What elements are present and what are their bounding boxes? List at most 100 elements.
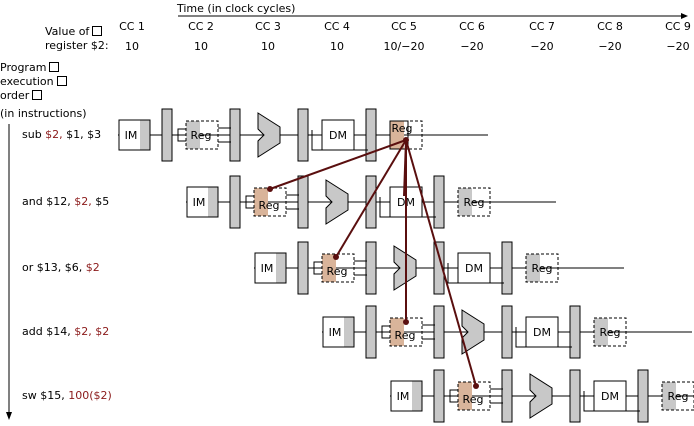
pipeline-register-bar <box>433 175 445 229</box>
instruction-operand: $13, <box>33 261 62 274</box>
dm-bypass-wire <box>515 327 572 348</box>
clock-cycle-label: CC 8 <box>597 20 623 33</box>
value-label-line1: Value of <box>45 25 102 38</box>
register-value: −20 <box>530 40 554 53</box>
register-value: −20 <box>598 40 622 53</box>
reg-write-box <box>661 381 694 411</box>
dependency-line <box>403 139 407 197</box>
dm-bypass-wire <box>583 391 640 412</box>
im-label: IM <box>397 390 410 403</box>
time-axis-label: Time (in clock cycles) <box>177 2 296 15</box>
instruction-label: or $13, $6, $2 <box>22 261 100 274</box>
pipeline-register-bar <box>297 241 309 295</box>
instruction-operand: $2 <box>91 325 110 338</box>
instruction-label: and $12, $2, $5 <box>22 195 109 208</box>
reg-write-shade <box>594 318 608 346</box>
im-shade <box>140 120 150 150</box>
clock-cycle-label: CC 3 <box>255 20 281 33</box>
program-order-arrow <box>6 124 12 420</box>
program-label-line4: (in instructions) <box>0 107 87 120</box>
dependency-source-dot <box>403 137 409 143</box>
reg-to-alu-wires <box>286 194 299 210</box>
im-shade <box>344 317 354 347</box>
pipeline-register-bar <box>569 305 581 359</box>
reg-read-box <box>185 120 219 150</box>
reg-input-wires <box>313 261 322 275</box>
instruction-operand: $1, <box>62 128 84 141</box>
reg-write-label: Reg <box>600 326 621 339</box>
clock-cycle-label: CC 2 <box>188 20 214 33</box>
instruction-operand: $2, <box>70 325 92 338</box>
reg-to-alu-wires <box>218 127 231 143</box>
instruction-operand: 100($2) <box>64 389 112 402</box>
pipeline-register-bar <box>637 369 649 423</box>
dependency-dot <box>403 319 409 325</box>
reg-write-shade <box>662 382 676 410</box>
reg-write-label: Reg <box>392 122 413 135</box>
pipeline-register-bar <box>365 241 377 295</box>
pipeline-register-bar <box>433 241 445 295</box>
clock-cycle-label: CC 7 <box>529 20 555 33</box>
dependency-dot <box>473 383 479 389</box>
pipeline-register-bar <box>433 305 445 359</box>
instruction-operand: add <box>22 325 43 338</box>
clock-cycle-label: CC 9 <box>665 20 691 33</box>
reg-to-alu-wires <box>490 388 503 404</box>
dependency-dot <box>267 186 273 192</box>
reg-read-shade <box>322 254 336 282</box>
register-value: 10 <box>330 40 344 53</box>
dm-bypass-wire <box>379 197 436 218</box>
register-value: −20 <box>460 40 484 53</box>
reg-input-wires <box>449 389 458 403</box>
instruction-operand: $2, <box>70 195 92 208</box>
dm-bypass-wire <box>447 263 504 284</box>
pipeline-register-bar <box>229 175 241 229</box>
pipeline-register-bar <box>501 305 513 359</box>
instruction-operand: $12, <box>42 195 71 208</box>
im-outline <box>322 316 355 348</box>
reg-to-alu-wires <box>354 260 367 276</box>
dependency-line <box>269 139 407 190</box>
pipeline-register-bar <box>569 369 581 423</box>
im-label: IM <box>193 196 206 209</box>
reg-write-box <box>457 187 491 217</box>
reg-write-label: Reg <box>464 196 485 209</box>
dependency-line <box>335 139 407 258</box>
value-label-line2: register $2: <box>45 39 109 52</box>
reg-read-label: Reg <box>395 329 416 342</box>
im-outline <box>118 119 151 151</box>
reg-read-shade <box>458 382 472 410</box>
alu-shape <box>257 112 281 158</box>
pipeline-register-bar <box>365 175 377 229</box>
instruction-operand: $14, <box>42 325 71 338</box>
program-label-line1: Program <box>0 61 59 74</box>
reg-input-wires <box>177 128 186 142</box>
dm-label: DM <box>601 390 619 403</box>
im-label: IM <box>329 326 342 339</box>
pipeline-register-bar <box>365 305 377 359</box>
dm-label: DM <box>465 262 483 275</box>
reg-read-label: Reg <box>259 199 280 212</box>
im-label: IM <box>261 262 274 275</box>
register-value: 10 <box>261 40 275 53</box>
im-outline <box>390 380 423 412</box>
reg-write-shade <box>526 254 540 282</box>
reg-read-shade <box>186 121 200 149</box>
instruction-operand: $5 <box>91 195 110 208</box>
clock-cycle-label: CC 4 <box>324 20 350 33</box>
register-value: 10/−20 <box>383 40 425 53</box>
instruction-operand: or <box>22 261 34 274</box>
dm-label: DM <box>533 326 551 339</box>
reg-write-box <box>525 253 559 283</box>
alu-shape <box>461 309 485 355</box>
pipeline-register-bar <box>297 175 309 229</box>
instruction-operand: and <box>22 195 43 208</box>
reg-input-wires <box>245 195 254 209</box>
instruction-operand: $2 <box>82 261 100 274</box>
instruction-operand: $3 <box>83 128 102 141</box>
im-shade <box>412 381 422 411</box>
program-label-line2: execution <box>0 75 67 88</box>
program-label-line3: order <box>0 89 42 102</box>
reg-read-label: Reg <box>327 265 348 278</box>
